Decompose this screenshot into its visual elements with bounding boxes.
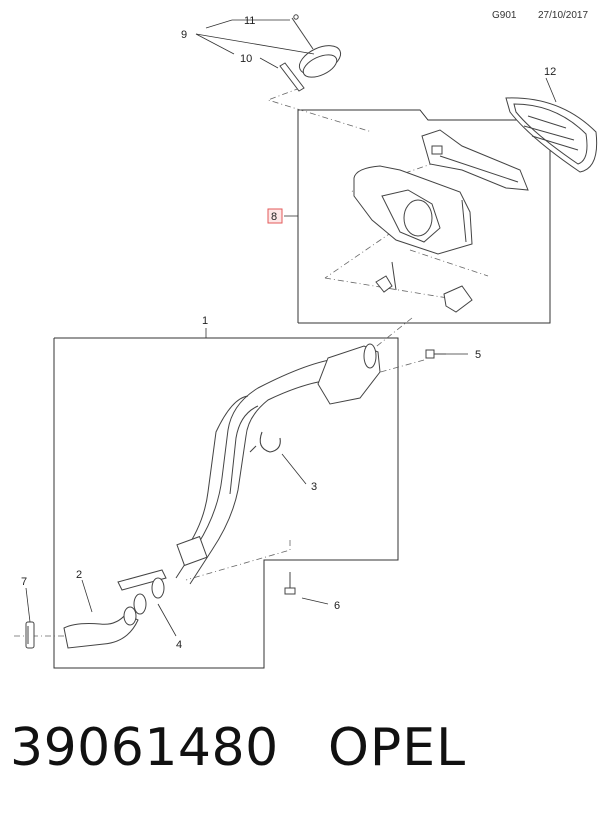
- upper-frame: [297, 109, 551, 324]
- connector-screw-pipe: [185, 540, 291, 581]
- diagram-code: G901: [492, 10, 517, 21]
- connector-housing-pipe: [371, 317, 413, 351]
- callout-4: 4: [176, 639, 182, 651]
- fuel-hose: [63, 606, 139, 649]
- screw: [284, 572, 296, 595]
- hinge-bracket: [443, 285, 473, 313]
- connector-bracket-hinge: [324, 277, 461, 301]
- callout-3: 3: [311, 481, 317, 493]
- filler-pipe: [117, 343, 381, 591]
- connector-cap-housing: [266, 87, 373, 133]
- callout-9: 9: [181, 29, 187, 41]
- brand-name: OPEL: [328, 718, 467, 778]
- pipe-clip: [249, 431, 281, 453]
- hose-clip: [25, 621, 35, 649]
- diagram-date: 27/10/2017: [538, 10, 589, 21]
- hose-clamps: [133, 577, 165, 615]
- callout-2: 2: [76, 569, 82, 581]
- callout-8-box: 8: [267, 208, 283, 224]
- callout-11: 11: [244, 15, 255, 27]
- lower-frame: [53, 337, 399, 669]
- callout-8: 8: [271, 211, 277, 223]
- fuel-door: [505, 97, 598, 173]
- connector-housing-bracket: [324, 231, 393, 279]
- callout-1: 1: [202, 315, 208, 327]
- bolt: [425, 349, 446, 359]
- part-number: 39061480: [10, 718, 279, 778]
- connector-housing-hinge: [409, 249, 489, 277]
- callout-5: 5: [475, 349, 481, 361]
- door-hinge: [421, 129, 529, 191]
- filler-housing: [353, 165, 473, 255]
- fuel-cap: [279, 14, 342, 92]
- release-bracket: [375, 261, 397, 293]
- callout-12: 12: [544, 66, 556, 78]
- callout-10: 10: [240, 53, 252, 65]
- callout-6: 6: [334, 600, 340, 612]
- callout-7: 7: [21, 576, 27, 588]
- connector-bolt-pipe: [365, 359, 425, 377]
